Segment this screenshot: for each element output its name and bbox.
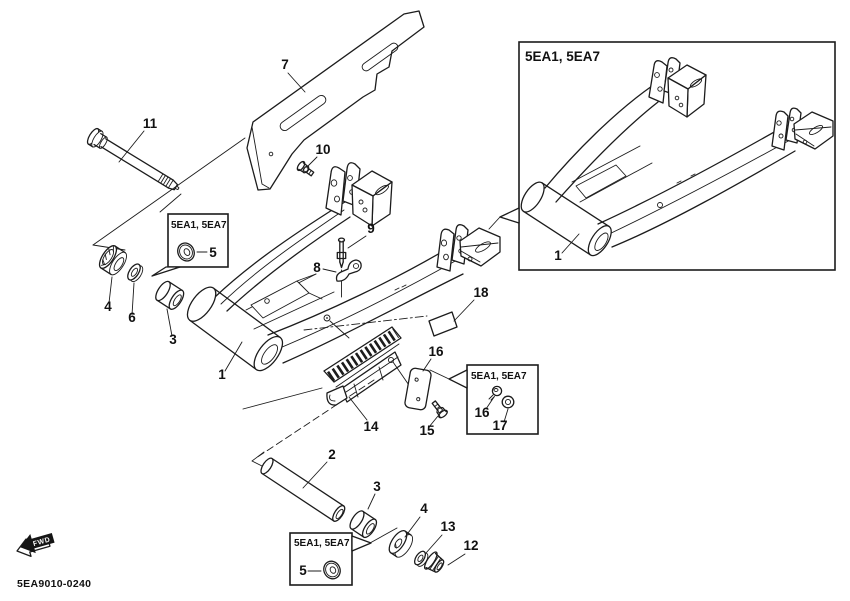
callout-16-box: 16 xyxy=(474,405,490,420)
callout-15: 15 xyxy=(419,423,435,438)
leader-11 xyxy=(118,130,145,163)
part-3-collar xyxy=(155,280,185,310)
leader-15 xyxy=(428,415,439,428)
inset-top-right-label: 5EA1, 5EA7 xyxy=(525,49,600,64)
part-4-bearing xyxy=(98,245,127,276)
leader-4-lower xyxy=(404,516,421,538)
leader-9 xyxy=(347,235,367,249)
callout-4: 4 xyxy=(104,299,112,314)
callout-11: 11 xyxy=(143,116,158,131)
callout-9: 9 xyxy=(367,221,375,236)
callout-5-mid: 5 xyxy=(209,245,217,260)
callout-2: 2 xyxy=(328,447,336,462)
callout-4-lower: 4 xyxy=(420,501,428,516)
leader-2 xyxy=(302,461,328,489)
leader-1 xyxy=(224,341,243,372)
callout-18: 18 xyxy=(473,285,489,300)
part-9-screw xyxy=(336,237,347,298)
part-13-washer xyxy=(413,550,429,567)
part-8-bracket xyxy=(335,259,362,282)
part-7-chain-guard xyxy=(246,10,425,191)
part-5-oil-seal-mid xyxy=(177,242,195,262)
part-6-washer xyxy=(127,263,144,283)
part-16-plate xyxy=(404,367,432,411)
leader-12 xyxy=(447,553,466,566)
fwd-direction-stamp: FWD xyxy=(16,532,55,557)
callout-1-inset: 1 xyxy=(554,248,562,263)
part-10-bolt xyxy=(296,160,315,177)
callout-5-bottom: 5 xyxy=(299,563,307,578)
leader-14 xyxy=(348,396,368,421)
leader-4 xyxy=(108,276,113,304)
callout-3-lower: 3 xyxy=(373,479,381,494)
fwd-stamp-label: FWD xyxy=(32,536,51,548)
part-1-swingarm xyxy=(186,162,501,372)
inset-box-swingarm-variant: 5EA1, 5EA7 xyxy=(488,41,836,271)
part-4-bearing-lower xyxy=(388,530,414,558)
inset-box-fasteners: 5EA1, 5EA7 16 17 xyxy=(429,364,539,435)
part-11-pivot-shaft xyxy=(86,127,180,191)
part-12-nut xyxy=(423,551,445,573)
leader-16 xyxy=(422,358,432,372)
leader-13 xyxy=(425,534,443,554)
part-17-washer-box xyxy=(501,395,515,409)
inset-bottom-label: 5EA1, 5EA7 xyxy=(294,538,350,549)
callout-3: 3 xyxy=(169,332,177,347)
callout-16: 16 xyxy=(428,344,444,359)
leader-7 xyxy=(287,72,306,93)
leader-3 xyxy=(166,308,173,337)
part-1-swingarm-inset xyxy=(520,57,834,257)
part-18-label-plate xyxy=(428,311,458,337)
inset-box-seal-mid: 5EA1, 5EA7 5 xyxy=(151,213,229,277)
callout-10: 10 xyxy=(315,142,330,157)
callout-17-box: 17 xyxy=(492,418,507,433)
part-14-chain-guide xyxy=(323,326,414,406)
part-3-collar-lower xyxy=(349,510,378,539)
callout-13: 13 xyxy=(440,519,456,534)
callout-1: 1 xyxy=(218,367,226,382)
leader-10 xyxy=(306,156,318,168)
inset-mid-label: 5EA1, 5EA7 xyxy=(171,220,227,231)
callout-7: 7 xyxy=(281,57,289,72)
callout-14: 14 xyxy=(363,419,379,434)
inset-fasteners-label: 5EA1, 5EA7 xyxy=(471,371,527,382)
leader-6 xyxy=(131,282,135,316)
leader-18 xyxy=(453,299,475,322)
inset-box-seal-bottom: 5EA1, 5EA7 5 xyxy=(289,527,398,586)
alignment-lines xyxy=(92,137,428,469)
leader-8 xyxy=(322,268,337,273)
callout-8: 8 xyxy=(313,260,321,275)
leader-3-lower xyxy=(367,493,376,510)
callout-6: 6 xyxy=(128,310,136,325)
sheet-code: 5EA9010-0240 xyxy=(17,578,91,590)
part-2-shaft xyxy=(260,457,346,522)
callout-12: 12 xyxy=(463,538,478,553)
part-15-bolt xyxy=(431,400,448,419)
part-5-oil-seal-bottom xyxy=(323,560,341,580)
